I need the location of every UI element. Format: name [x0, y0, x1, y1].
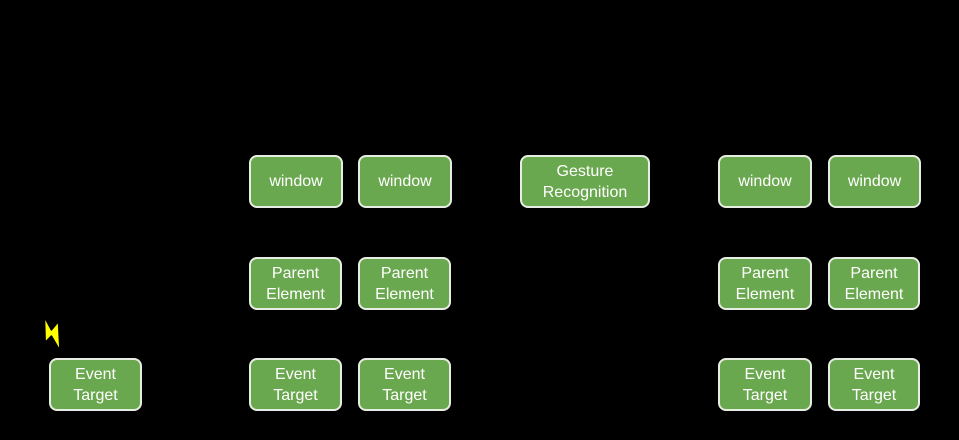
lightning-bolt-icon [43, 315, 61, 352]
node-window-1: window [249, 155, 343, 208]
node-event-target-3: Event Target [358, 358, 451, 411]
node-window-2: window [358, 155, 452, 208]
node-event-target-2: Event Target [249, 358, 342, 411]
node-parent-element-4: Parent Element [828, 257, 920, 310]
lightning-bolt-shape [43, 315, 61, 352]
node-parent-element-1: Parent Element [249, 257, 342, 310]
node-gesture-recognition: Gesture Recognition [520, 155, 650, 208]
node-parent-element-3: Parent Element [718, 257, 812, 310]
node-window-3: window [718, 155, 812, 208]
node-parent-element-2: Parent Element [358, 257, 451, 310]
node-event-target-5: Event Target [828, 358, 920, 411]
node-window-4: window [828, 155, 921, 208]
node-event-target-4: Event Target [718, 358, 812, 411]
node-event-target-1: Event Target [49, 358, 142, 411]
